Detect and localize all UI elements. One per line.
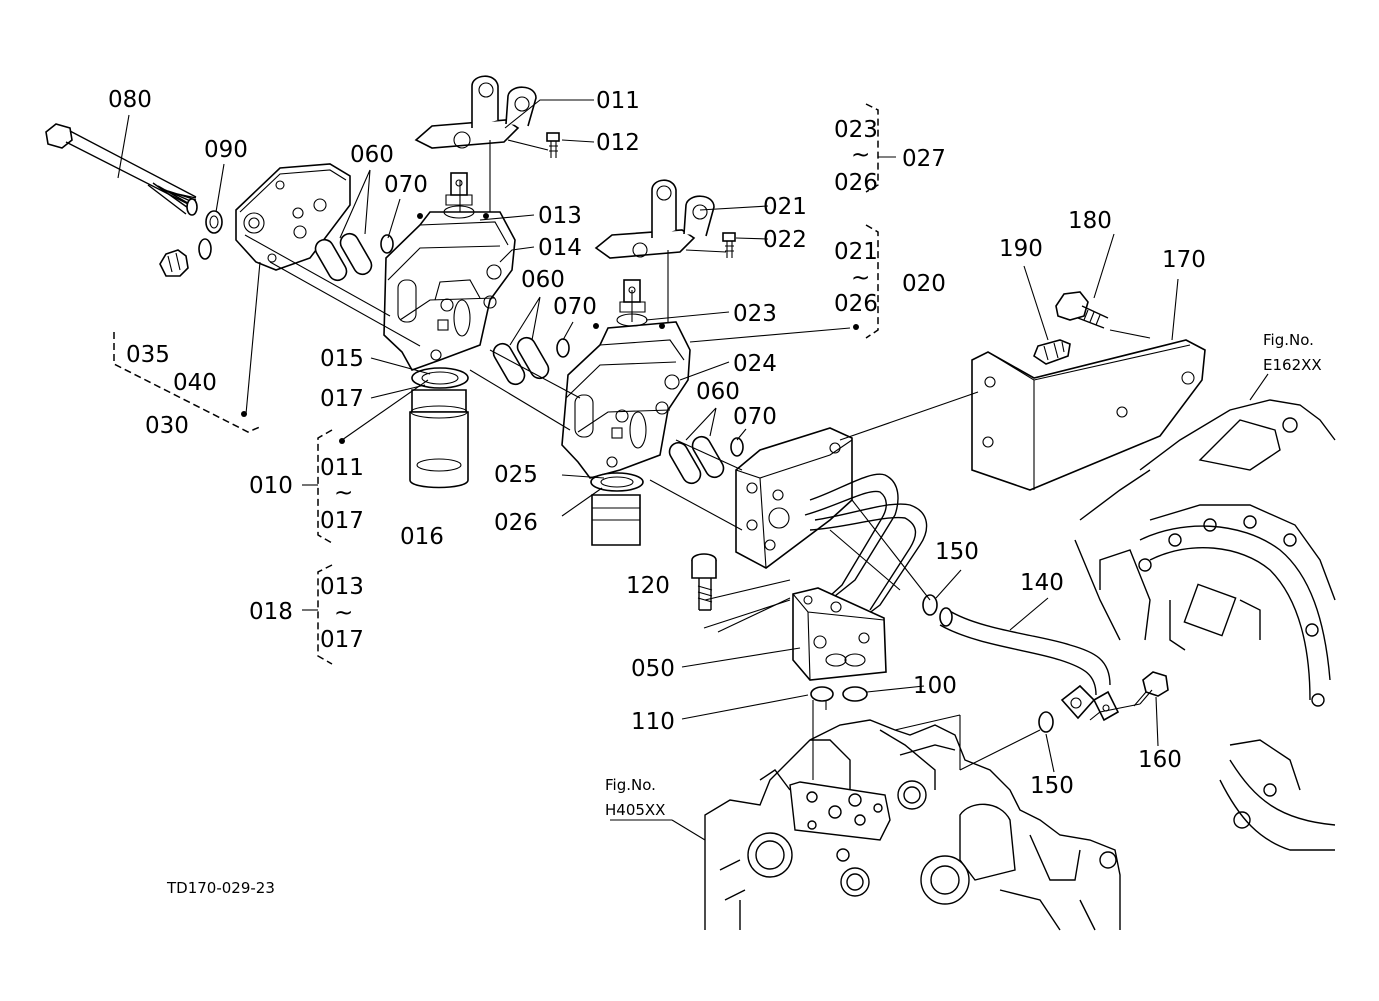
label-040: 040 (173, 370, 217, 396)
part-190-plug (1033, 339, 1071, 365)
label-013: 013 (538, 203, 582, 229)
part-012-screw (546, 132, 560, 158)
label-150-upper: 150 (935, 539, 979, 565)
part-021-bracket (594, 179, 715, 259)
label-group-018: 018 (249, 599, 293, 625)
label-021: 021 (763, 194, 807, 220)
pipe-assembly (804, 473, 928, 621)
drawing-code: TD170-029-23 (166, 879, 275, 897)
label-group-010-to: 017 (320, 508, 364, 534)
label-035: 035 (126, 342, 170, 368)
label-060-a: 060 (350, 142, 394, 168)
label-170: 170 (1162, 247, 1206, 273)
label-050: 050 (631, 656, 675, 682)
label-fig-e-prefix: Fig.No. (1263, 331, 1314, 349)
part-180-bolt (1055, 291, 1109, 329)
label-group-027-to: 026 (834, 170, 878, 196)
label-023: 023 (733, 301, 777, 327)
label-group-020-tilde: ~ (851, 265, 870, 291)
label-070-c: 070 (733, 404, 777, 430)
label-180: 180 (1068, 208, 1112, 234)
label-group-010-tilde: ~ (334, 480, 353, 506)
part-170-bracket (971, 339, 1206, 491)
part-022-screw (722, 232, 736, 258)
label-group-010: 010 (249, 473, 293, 499)
part-140-pipe (939, 607, 1120, 722)
label-group-027-tilde: ~ (851, 142, 870, 168)
label-024: 024 (733, 351, 777, 377)
seal-set-c (668, 435, 744, 485)
label-016: 016 (400, 524, 444, 550)
part-080-bolt (45, 123, 198, 216)
label-070-a: 070 (384, 172, 428, 198)
label-group-020-from: 021 (834, 239, 878, 265)
label-140: 140 (1020, 570, 1064, 596)
label-150-lower: 150 (1030, 773, 1074, 799)
part-050-block (792, 587, 887, 681)
label-fig-e-code: E162XX (1263, 356, 1322, 374)
part-011-bracket (414, 75, 537, 149)
part-150-oring-upper (922, 594, 938, 616)
part-160-bolt (1133, 671, 1169, 707)
part-090-washer (205, 210, 223, 234)
hydraulic-housing (704, 719, 1121, 931)
label-120: 120 (626, 573, 670, 599)
label-060-c: 060 (696, 379, 740, 405)
label-012: 012 (596, 130, 640, 156)
label-group-018-tilde: ~ (334, 600, 353, 626)
label-group-027: 027 (902, 146, 946, 172)
label-group-010-from: 011 (320, 455, 364, 481)
label-022: 022 (763, 227, 807, 253)
label-group-018-from: 013 (320, 574, 364, 600)
label-group-027-from: 023 (834, 117, 878, 143)
part-150-oring-lower (1038, 711, 1054, 733)
seal-set-a (314, 232, 394, 282)
label-110: 110 (631, 709, 675, 735)
valve-section-1 (383, 172, 516, 489)
label-015: 015 (320, 346, 364, 372)
label-group-020-to: 026 (834, 291, 878, 317)
engine-housing (1074, 399, 1336, 851)
label-group-018-to: 017 (320, 627, 364, 653)
label-fig-h-prefix: Fig.No. (605, 776, 656, 794)
part-120-bolt (691, 553, 717, 611)
label-100: 100 (913, 673, 957, 699)
part-110-oring (810, 686, 834, 702)
part-labels: 080 090 060 070 011 012 013 014 035 040 … (108, 87, 1322, 897)
label-190: 190 (999, 236, 1043, 262)
label-group-020: 020 (902, 271, 946, 297)
label-fig-h-code: H405XX (605, 801, 665, 819)
label-030: 030 (145, 413, 189, 439)
valve-section-2 (561, 279, 691, 546)
label-090: 090 (204, 137, 248, 163)
label-025: 025 (494, 462, 538, 488)
label-011: 011 (596, 88, 640, 114)
part-040-oring (198, 238, 212, 260)
label-080: 080 (108, 87, 152, 113)
label-017: 017 (320, 386, 364, 412)
label-026: 026 (494, 510, 538, 536)
label-060-b: 060 (521, 267, 565, 293)
leader-lines (117, 99, 1269, 841)
seal-set-b (492, 336, 570, 386)
label-014: 014 (538, 235, 582, 261)
end-plate (235, 163, 351, 271)
group-brackets (113, 103, 896, 665)
adapter-block (735, 427, 853, 569)
label-070-b: 070 (553, 294, 597, 320)
part-100-oring (842, 686, 868, 702)
part-035-plug (159, 249, 189, 277)
label-160: 160 (1138, 747, 1182, 773)
